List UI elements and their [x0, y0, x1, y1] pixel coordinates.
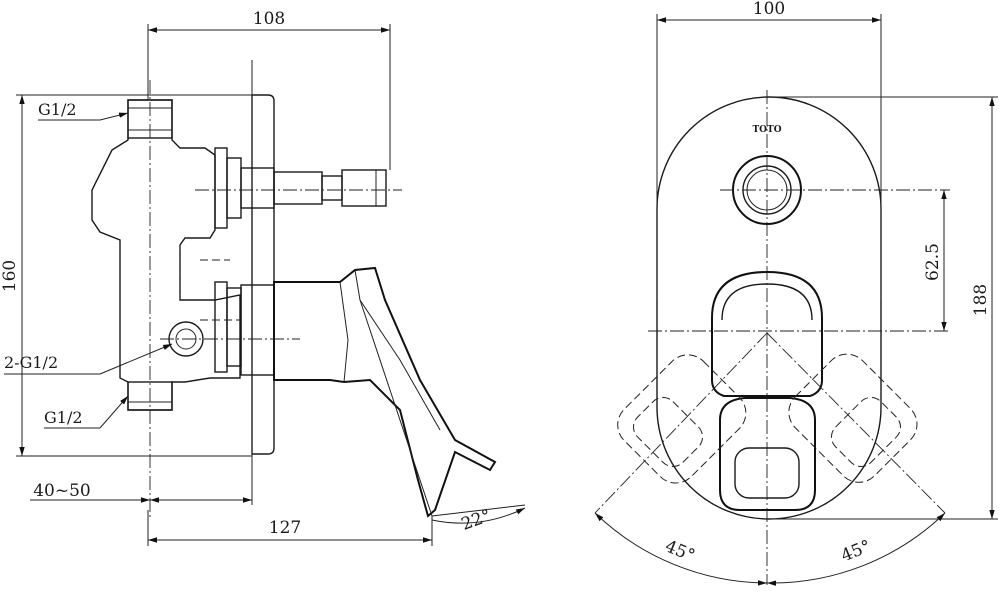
lever-hub [711, 270, 823, 397]
angle-arc-left [594, 512, 768, 586]
dim-label-188: 188 [971, 284, 991, 316]
diverter-knob [341, 169, 387, 207]
side-port-label: 2-G1/2 [4, 353, 58, 372]
dim-label-62-5: 62.5 [923, 243, 943, 281]
angle-label-22: 22° [459, 506, 494, 535]
lever-rotated-left [617, 354, 747, 484]
lever-rotated-right [788, 353, 918, 483]
front-view: TOTO 100 62.5 [594, 0, 998, 586]
lever-handle [273, 266, 497, 518]
bottom-port-label: G1/2 [44, 408, 83, 427]
dim-label-100: 100 [753, 0, 785, 19]
dim-label-160: 160 [0, 260, 20, 292]
angle-arc-right [766, 512, 946, 586]
lever-front [719, 397, 816, 511]
dim-label-40-50: 40~50 [33, 481, 91, 501]
wall-plate [251, 94, 275, 455]
diverter-spindle [273, 171, 323, 205]
side-view: 108 160 40~50 127 22° G1/2 2-G1/2 G1/2 [0, 9, 526, 546]
escutcheon-plate [656, 96, 882, 520]
dim-label-127: 127 [269, 518, 301, 538]
valve-body [91, 99, 241, 411]
angle-label-right: 45° [838, 536, 873, 566]
top-port-label: G1/2 [38, 100, 77, 119]
dim-label-108: 108 [253, 9, 285, 29]
